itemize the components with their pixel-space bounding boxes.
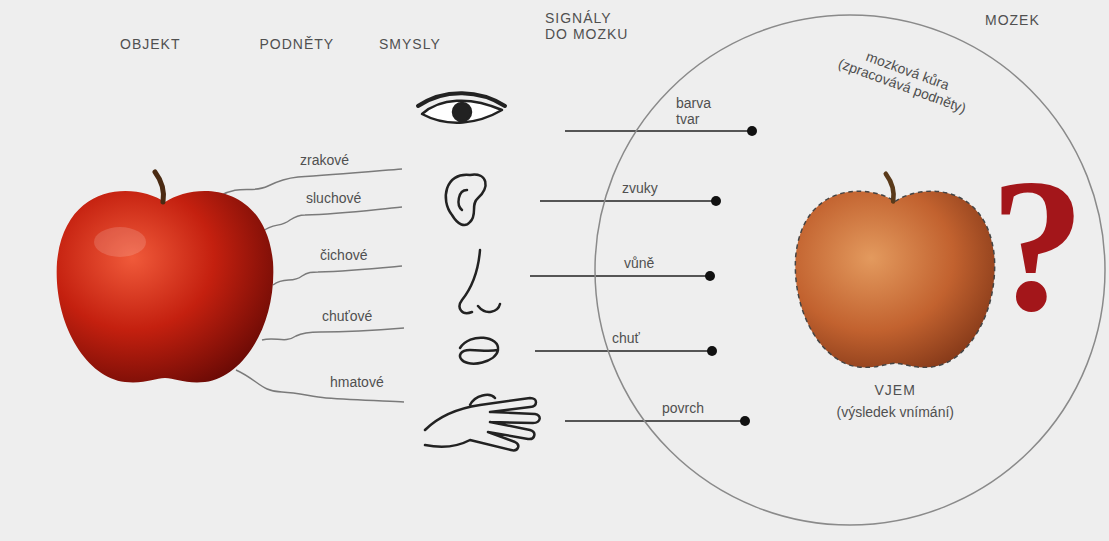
- apple-highlight: [94, 227, 146, 257]
- signal-lines: [530, 131, 752, 421]
- stimulus-label: hmatové: [330, 374, 384, 390]
- percept-apple-group: [795, 174, 994, 368]
- signal-label: povrch: [662, 400, 704, 416]
- question-mark: ?: [990, 150, 1085, 340]
- signal-line: [565, 420, 745, 422]
- sense-icons: [418, 93, 540, 450]
- signal-label: zvuky: [622, 180, 658, 196]
- apple-picture: [57, 172, 274, 382]
- ear-inner: [459, 190, 467, 210]
- percept-node: VJEM (výsledek vnímání): [790, 160, 1000, 450]
- column-heading: SMYSLY: [379, 36, 441, 52]
- percept-apple-body: [795, 191, 994, 367]
- apple-body: [57, 191, 274, 383]
- nose-icon: [460, 250, 500, 313]
- percept-heading: VJEM: [875, 382, 916, 398]
- wavy-line: [262, 328, 404, 340]
- apple-stem: [155, 172, 164, 202]
- signal-dot: [711, 196, 721, 206]
- eye-icon: [422, 101, 502, 123]
- stimulus-label: čichové: [320, 247, 367, 263]
- signal-line: [530, 275, 710, 277]
- signal-dots: [705, 126, 757, 426]
- cortex-note: mozková kůra (zpracovává podněty): [829, 37, 981, 119]
- eye-pupil: [453, 103, 471, 121]
- column-heading: PODNĚTY: [260, 36, 335, 52]
- ear-icon: [446, 175, 486, 225]
- percept-note: (výsledek vnímání): [837, 404, 954, 420]
- eye-lid: [418, 93, 505, 106]
- signal-label: vůně: [624, 255, 654, 271]
- stimulus-label: sluchové: [306, 190, 361, 206]
- percept-apple-stem: [886, 174, 894, 202]
- brain-heading: MOZEK: [985, 12, 1040, 28]
- signal-dot: [707, 346, 717, 356]
- wavy-line: [236, 370, 404, 402]
- wavy-line: [273, 266, 402, 285]
- signal-dot: [705, 271, 715, 281]
- signal-line: [565, 130, 752, 132]
- signal-dot: [747, 126, 757, 136]
- signal-line: [535, 350, 712, 352]
- signal-label: barva tvar: [676, 95, 711, 127]
- signal-line: [540, 200, 716, 202]
- brain-outline: [595, 15, 1105, 525]
- signal-dot: [740, 416, 750, 426]
- stimulus-label: zrakové: [300, 152, 349, 168]
- column-heading: SIGNÁLY DO MOZKU: [545, 10, 635, 42]
- column-heading: OBJEKT: [120, 36, 180, 52]
- signal-label: chuť: [612, 330, 640, 346]
- mouth-icon: [460, 338, 498, 364]
- wavy-line: [262, 207, 402, 232]
- stimulus-label: chuťové: [322, 308, 372, 324]
- hand-icon: [425, 395, 540, 450]
